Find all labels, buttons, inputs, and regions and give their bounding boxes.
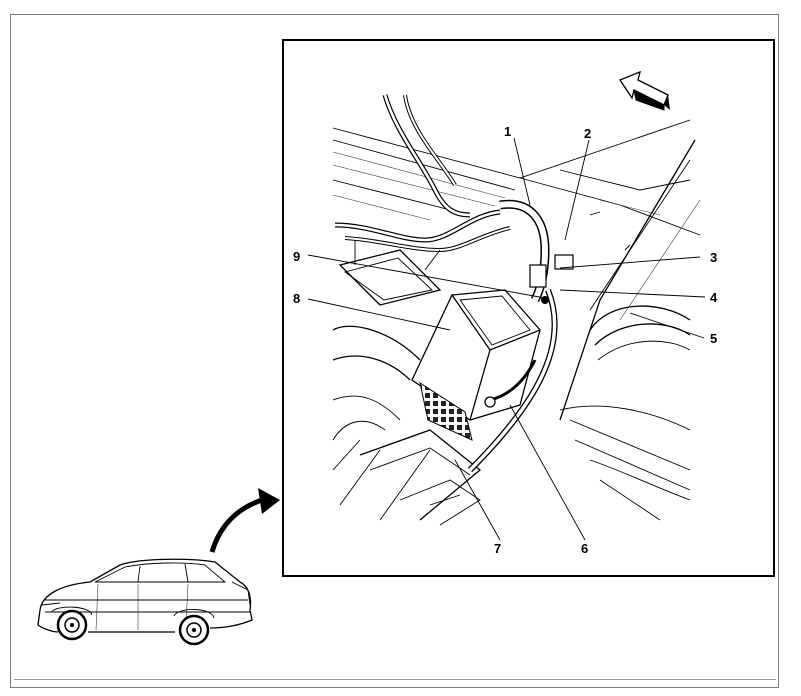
callout-2: 2 [584,126,591,141]
battery-vent-grill [419,381,473,441]
callout-5: 5 [710,331,717,346]
callout-7: 7 [494,541,501,556]
callout-9: 9 [293,249,300,264]
vehicle-locator-icon [37,558,253,646]
outer-frame [10,14,779,688]
bottom-rule [14,679,776,680]
location-pointer-arrow-icon [209,488,280,553]
cable-harness [334,94,631,473]
battery [411,289,542,441]
callout-6: 6 [581,541,588,556]
forward-arrow-icon [619,70,670,111]
detail-inset-box [282,39,775,577]
battery-compartment-detail [307,94,706,541]
callout-8: 8 [293,291,300,306]
callout-3: 3 [710,250,717,265]
callout-4: 4 [710,290,718,305]
callout-1: 1 [504,124,511,139]
leader-lines [307,137,706,541]
callout-labels: 1 2 3 4 5 6 7 8 9 [293,124,718,556]
